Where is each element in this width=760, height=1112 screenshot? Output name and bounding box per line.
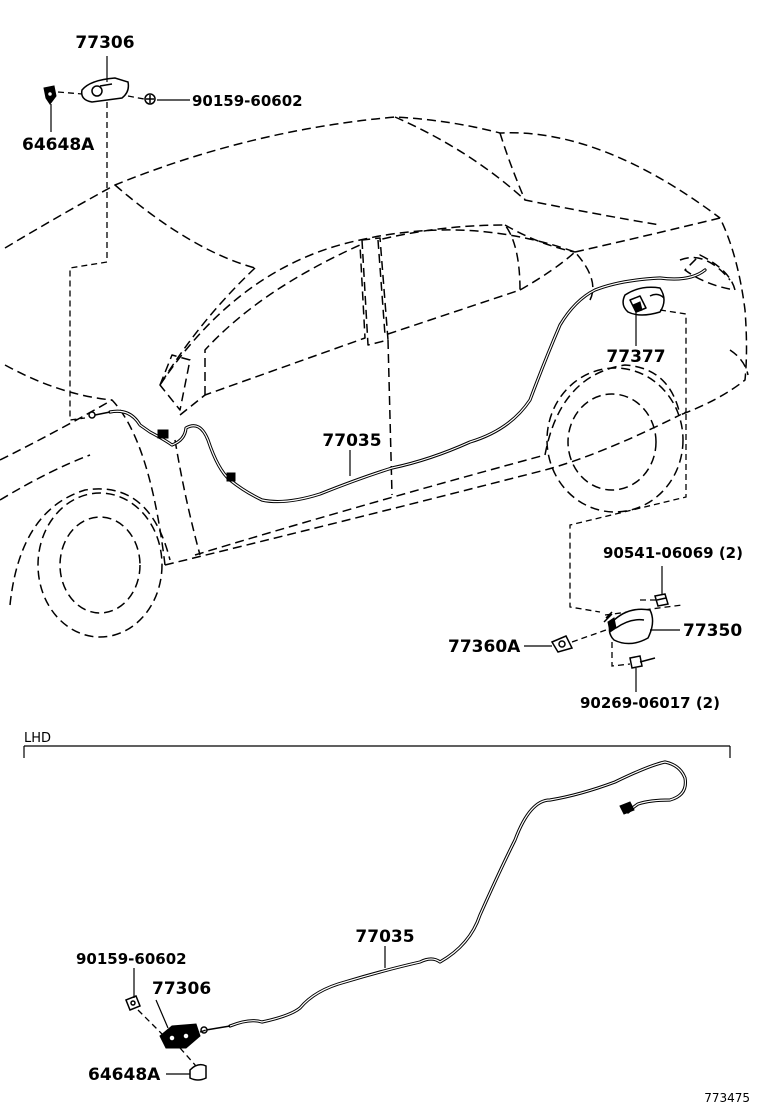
callout-77377: 77377 bbox=[606, 347, 665, 367]
figure-number: 773475 bbox=[704, 1091, 750, 1105]
opener-lever-77306-top bbox=[80, 77, 130, 103]
callout-90159-lhd: 90159-60602 bbox=[76, 950, 187, 968]
fuel-lid-opening bbox=[622, 286, 665, 316]
fuel-filler-lid-77350 bbox=[603, 608, 654, 645]
callout-77035-lhd: 77035 bbox=[355, 927, 414, 947]
lhd-section-bracket bbox=[23, 745, 731, 758]
lid-hinge-77360a bbox=[550, 635, 574, 653]
cable-end bbox=[88, 411, 96, 419]
callout-77360a: 77360A bbox=[448, 637, 521, 657]
bracket-64648a-top bbox=[43, 85, 57, 105]
clip-90159-top bbox=[144, 93, 156, 105]
opener-lever-77306-lhd bbox=[159, 1023, 201, 1049]
callout-90541: 90541-06069 (2) bbox=[603, 544, 743, 562]
fuel-lid-cable-top bbox=[88, 268, 707, 504]
fuel-lid-cable-lhd bbox=[200, 760, 688, 1034]
bracket-64648a-lhd bbox=[189, 1063, 207, 1081]
callout-64648a-lhd: 64648A bbox=[88, 1065, 161, 1085]
callout-77035-top: 77035 bbox=[322, 431, 381, 451]
callout-90269: 90269-06017 (2) bbox=[580, 694, 720, 712]
clip-90159-lhd bbox=[125, 995, 141, 1011]
leader-lines-lhd bbox=[133, 946, 386, 1075]
bolt-90269 bbox=[629, 655, 656, 669]
cable-clip bbox=[226, 472, 236, 482]
screw-90541 bbox=[654, 593, 669, 607]
callout-90159-top: 90159-60602 bbox=[192, 92, 303, 110]
callout-77350: 77350 bbox=[683, 621, 742, 641]
callout-77306-top: 77306 bbox=[75, 33, 134, 53]
callout-64648a-top: 64648A bbox=[22, 135, 95, 155]
cable-clip bbox=[157, 429, 169, 439]
callout-77306-lhd: 77306 bbox=[152, 979, 211, 999]
section-label-lhd: LHD bbox=[24, 731, 51, 746]
car-body-outline bbox=[0, 116, 749, 638]
leader-lines-top bbox=[50, 56, 680, 692]
